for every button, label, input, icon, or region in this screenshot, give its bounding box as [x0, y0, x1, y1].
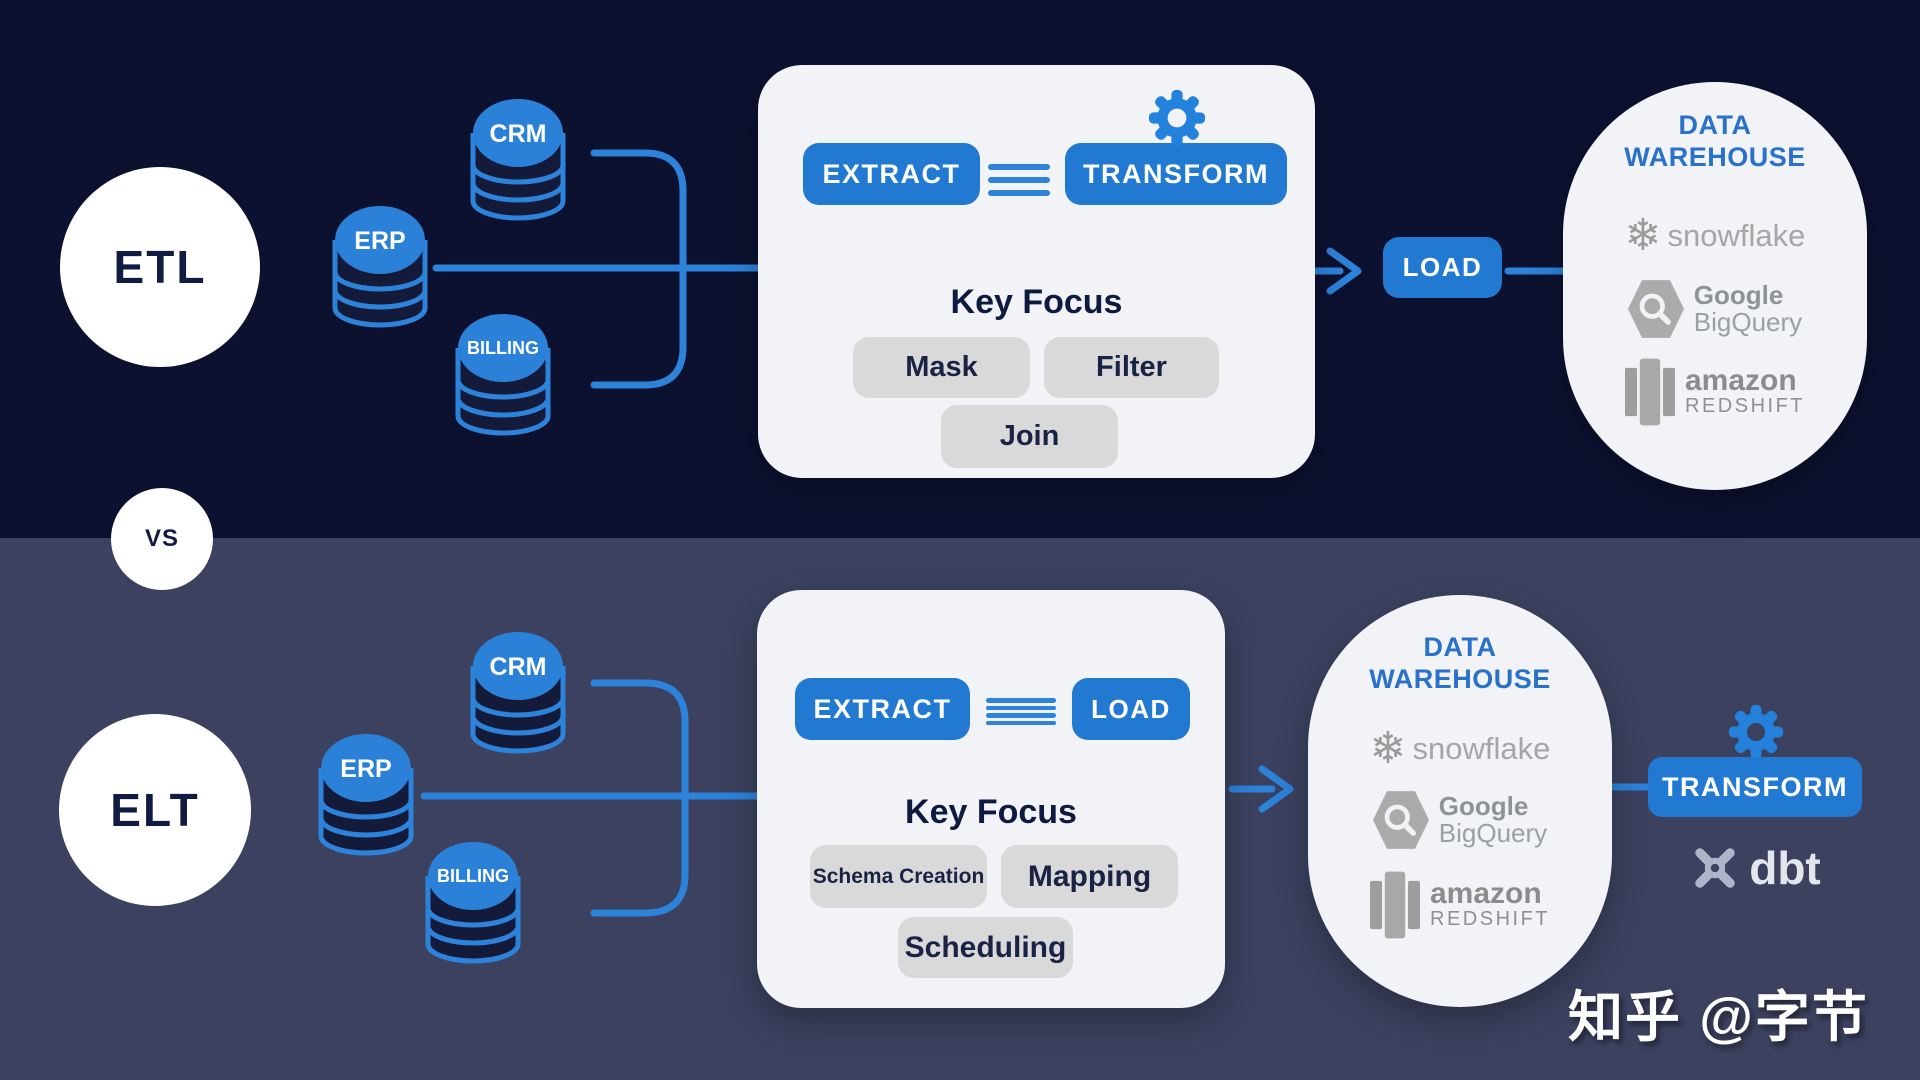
elt-load-label: LOAD	[1091, 693, 1171, 724]
etl-transform-label: TRANSFORM	[1083, 158, 1269, 189]
amazon-redshift-logo: amazon REDSHIFT	[1563, 354, 1867, 430]
crm-database-icon: CRM	[470, 99, 566, 221]
pill-mask-label: Mask	[905, 351, 978, 383]
etl-extract-label: EXTRACT	[822, 158, 961, 189]
erp-label: ERP	[354, 227, 405, 255]
data-warehouse-title: DATA WAREHOUSE	[1563, 110, 1867, 174]
elt-arrow-head	[1258, 765, 1294, 813]
amazon-redshift-logo-elt: amazon REDSHIFT	[1308, 867, 1612, 943]
elt-process-panel: EXTRACT LOAD Key Focus Schema Creation M…	[757, 590, 1225, 1008]
redshift-icon-elt	[1370, 871, 1420, 939]
pill-filter: Filter	[1044, 337, 1219, 398]
data-warehouse-title-line1-elt: DATA	[1423, 632, 1497, 662]
elt-transform-label: TRANSFORM	[1662, 771, 1848, 802]
etl-extract-button: EXTRACT	[803, 143, 980, 205]
erp-label-elt: ERP	[340, 755, 391, 783]
etl-arrow-head	[1326, 247, 1362, 295]
pill-schema-creation-label: Schema Creation	[812, 864, 985, 888]
pill-join: Join	[941, 405, 1118, 468]
snowflake-label-elt: snowflake	[1412, 731, 1551, 766]
redshift-label: REDSHIFT	[1685, 394, 1805, 417]
google-bigquery-logo: Google BigQuery	[1563, 274, 1867, 344]
etl-badge: ETL	[60, 167, 260, 367]
pill-mapping: Mapping	[1001, 845, 1178, 908]
bigquery-label: BigQuery	[1693, 307, 1803, 337]
snowflake-logo-elt: ❄ snowflake	[1308, 725, 1612, 773]
watermark: 知乎 @字节	[1568, 986, 1869, 1048]
snowflake-icon-elt: ❄	[1369, 724, 1407, 773]
etl-key-focus-heading: Key Focus	[950, 283, 1123, 321]
data-warehouse-title-line1: DATA	[1678, 110, 1752, 140]
google-bigquery-logo-elt: Google BigQuery	[1308, 785, 1612, 855]
crm-database-icon-elt: CRM	[470, 632, 566, 754]
elt-load-button: LOAD	[1072, 678, 1190, 740]
redshift-label-elt: REDSHIFT	[1430, 907, 1550, 930]
snowflake-logo: ❄ snowflake	[1563, 212, 1867, 260]
elt-transform-button: TRANSFORM	[1648, 757, 1862, 817]
etl-badge-label: ETL	[113, 241, 207, 293]
elt-data-warehouse: DATA WAREHOUSE ❄ snowflake Google BigQue…	[1308, 595, 1612, 1007]
etl-load-label: LOAD	[1402, 252, 1483, 282]
etl-load-button: LOAD	[1383, 237, 1502, 298]
bigquery-hexagon-icon	[1627, 280, 1684, 338]
etl-data-warehouse: DATA WAREHOUSE ❄ snowflake Google BigQue…	[1563, 82, 1867, 490]
amazon-label-elt: amazon	[1430, 877, 1542, 911]
bigquery-hexagon-icon-elt	[1372, 791, 1429, 849]
pill-mask: Mask	[853, 337, 1030, 398]
elt-extract-label: EXTRACT	[813, 693, 952, 724]
elt-badge: ELT	[59, 714, 251, 906]
pill-scheduling-label: Scheduling	[904, 930, 1067, 964]
billing-database-icon-elt: BILLING	[425, 842, 521, 964]
billing-label: BILLING	[467, 338, 539, 358]
google-label: Google	[1693, 279, 1784, 310]
equals-icon-elt	[986, 698, 1056, 725]
elt-badge-label: ELT	[110, 784, 200, 836]
pill-mapping-label: Mapping	[1027, 859, 1152, 893]
data-warehouse-title-line2-elt: WAREHOUSE	[1369, 663, 1551, 694]
gear-icon	[1148, 89, 1206, 147]
snowflake-label: snowflake	[1667, 218, 1806, 253]
dbt-icon	[1695, 848, 1735, 888]
data-warehouse-title-line2: WAREHOUSE	[1624, 141, 1806, 172]
redshift-icon	[1625, 358, 1675, 426]
bigquery-label-elt: BigQuery	[1438, 818, 1548, 848]
elt-key-focus-heading: Key Focus	[905, 793, 1077, 831]
equals-icon	[988, 164, 1050, 196]
vs-badge-label: VS	[144, 525, 179, 552]
data-warehouse-title-elt: DATA WAREHOUSE	[1308, 632, 1612, 696]
etl-transform-button: TRANSFORM	[1065, 143, 1287, 205]
dbt-logo: dbt	[1660, 840, 1850, 896]
snowflake-icon: ❄	[1624, 211, 1662, 260]
pill-join-label: Join	[999, 420, 1060, 452]
billing-label-elt: BILLING	[437, 866, 509, 886]
pill-schema-creation: Schema Creation	[810, 845, 987, 908]
dbt-label: dbt	[1749, 842, 1821, 894]
erp-database-icon-elt: ERP	[318, 734, 414, 856]
erp-database-icon: ERP	[332, 206, 428, 328]
crm-label: CRM	[490, 120, 547, 148]
etl-process-panel: EXTRACT TRANSFORM Key Focus Mask Filter …	[758, 65, 1315, 478]
amazon-label: amazon	[1685, 364, 1797, 398]
vs-badge: VS	[111, 488, 213, 590]
pill-filter-label: Filter	[1096, 351, 1167, 383]
billing-database-icon: BILLING	[455, 314, 551, 436]
elt-extract-button: EXTRACT	[795, 678, 970, 740]
google-label-elt: Google	[1438, 790, 1529, 821]
pill-scheduling: Scheduling	[898, 917, 1073, 978]
gear-icon-elt	[1728, 704, 1784, 760]
crm-label-elt: CRM	[490, 653, 547, 681]
